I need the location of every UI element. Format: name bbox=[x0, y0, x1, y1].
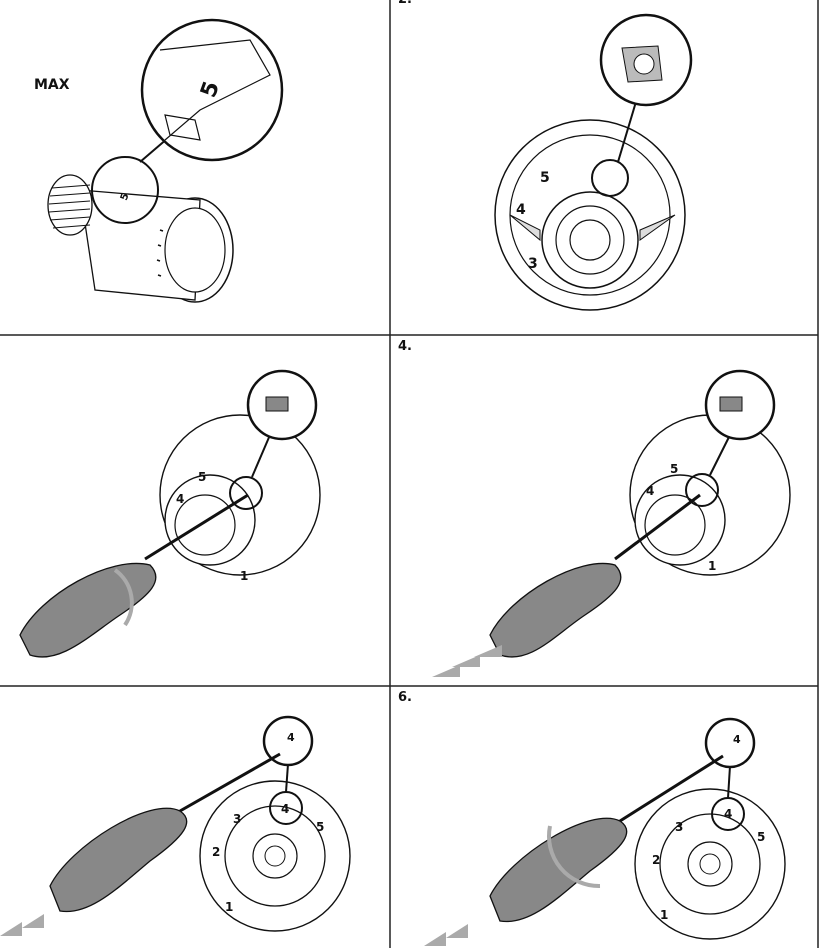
panel-3: 4 5 1 bbox=[0, 335, 390, 686]
panel-6: 6. 4 4 3 5 2 1 bbox=[390, 686, 818, 948]
screwdriver-setting-illustration: 4 4 3 5 2 1 bbox=[0, 715, 351, 936]
dial-digit-3: 3 bbox=[675, 820, 683, 834]
dial-digit-4: 4 bbox=[724, 807, 732, 821]
screwdriver-push-illustration: 4 5 1 bbox=[432, 369, 791, 677]
dial-digit-4: 4 bbox=[176, 492, 184, 506]
dial-digit-2: 2 bbox=[652, 853, 660, 867]
step-label: 6. bbox=[398, 690, 412, 705]
dial-digit-5: 5 bbox=[757, 830, 765, 844]
dial-digit-3: 3 bbox=[528, 256, 538, 272]
screwdriver-turn-illustration: 4 5 1 bbox=[19, 369, 321, 658]
panel-2: 2. 5 4 3 bbox=[390, 0, 818, 335]
dial-digit-1: 1 bbox=[660, 908, 668, 922]
dial-digit-1: 1 bbox=[225, 900, 233, 914]
panel-1: MAX 5 5 bbox=[0, 0, 390, 335]
step-label: 4. bbox=[398, 339, 412, 354]
dial-digit-2: 2 bbox=[212, 845, 220, 859]
max-label: MAX bbox=[34, 77, 70, 93]
dial-digit-1: 1 bbox=[708, 559, 716, 573]
dial-digit-4: 4 bbox=[646, 484, 654, 498]
dial-digit-5: 5 bbox=[540, 170, 550, 186]
thermostat-head-illustration: 5 5 bbox=[47, 18, 284, 303]
dial-digit-5: 5 bbox=[198, 470, 206, 484]
dial-digit-3: 3 bbox=[233, 812, 241, 826]
zoom-digit-4: 4 bbox=[733, 733, 741, 746]
step-label: 2. bbox=[398, 0, 412, 7]
valve-front-illustration: 5 4 3 bbox=[494, 13, 693, 311]
panel-5: 4 4 3 5 2 1 bbox=[0, 686, 390, 948]
panel-4: 4. 4 5 1 bbox=[390, 335, 818, 686]
dial-digit-5: 5 bbox=[316, 820, 324, 834]
dial-digit-small: 5 bbox=[119, 192, 132, 202]
screwdriver-final-illustration: 4 4 3 5 2 1 bbox=[424, 717, 786, 946]
dial-digit-4: 4 bbox=[281, 802, 289, 816]
dial-digit-1: 1 bbox=[240, 569, 248, 583]
zoom-digit-4: 4 bbox=[287, 731, 295, 744]
dial-digit-4: 4 bbox=[516, 202, 526, 218]
dial-digit-5: 5 bbox=[670, 462, 678, 476]
